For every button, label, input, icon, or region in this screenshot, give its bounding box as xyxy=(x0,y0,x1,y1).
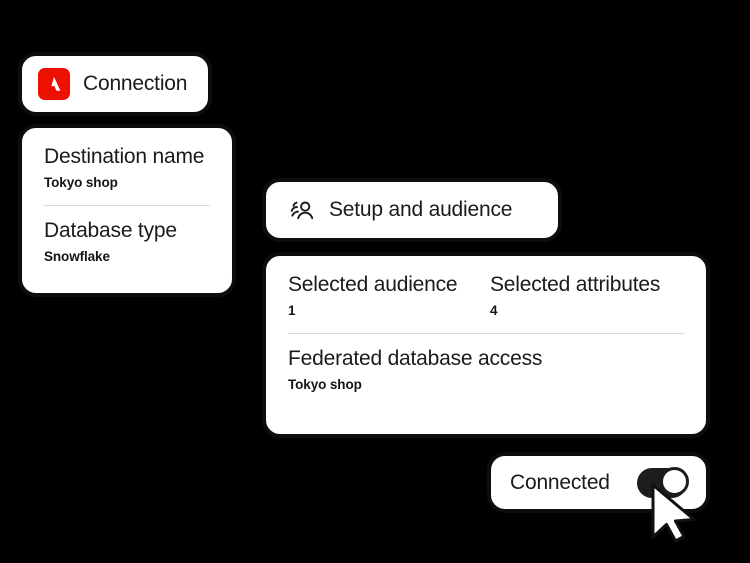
destination-card-divider xyxy=(44,205,210,207)
selected-audience-value: 1 xyxy=(288,303,296,319)
destination-name-field: Destination name Tokyo shop xyxy=(44,145,210,191)
destination-details-card[interactable]: Destination name Tokyo shop Database typ… xyxy=(18,124,236,297)
connection-card[interactable]: Connection xyxy=(18,52,212,116)
connected-card[interactable]: Connected xyxy=(487,452,710,513)
database-type-value: Snowflake xyxy=(44,249,110,265)
federated-database-access-value: Tokyo shop xyxy=(288,377,362,393)
connected-label: Connected xyxy=(510,470,610,494)
destination-name-value: Tokyo shop xyxy=(44,175,118,191)
selected-audience-label: Selected audience xyxy=(288,273,458,296)
federated-database-access-label: Federated database access xyxy=(288,347,543,371)
setup-and-audience-card[interactable]: Setup and audience xyxy=(262,178,562,242)
selected-audience-field: Selected audience 1 xyxy=(288,273,490,319)
audience-stats-row: Selected audience 1 Selected attributes … xyxy=(288,273,684,319)
audience-card-divider xyxy=(288,333,684,335)
toggle-knob xyxy=(660,466,689,496)
toggle-switch-icon[interactable] xyxy=(637,466,689,498)
federated-database-access-field: Federated database access Tokyo shop xyxy=(288,347,684,393)
selected-attributes-value: 4 xyxy=(490,303,498,319)
selected-attributes-field: Selected attributes 4 xyxy=(490,273,684,319)
adobe-logo-icon xyxy=(38,68,70,100)
database-type-label: Database type xyxy=(44,219,177,243)
audience-details-card[interactable]: Selected audience 1 Selected attributes … xyxy=(262,252,710,438)
destination-name-label: Destination name xyxy=(44,145,205,168)
audience-icon xyxy=(286,195,316,225)
setup-and-audience-label: Setup and audience xyxy=(329,198,513,221)
connection-card-label: Connection xyxy=(83,72,188,95)
database-type-field: Database type Snowflake xyxy=(44,219,210,265)
selected-attributes-label: Selected attributes xyxy=(490,273,661,296)
